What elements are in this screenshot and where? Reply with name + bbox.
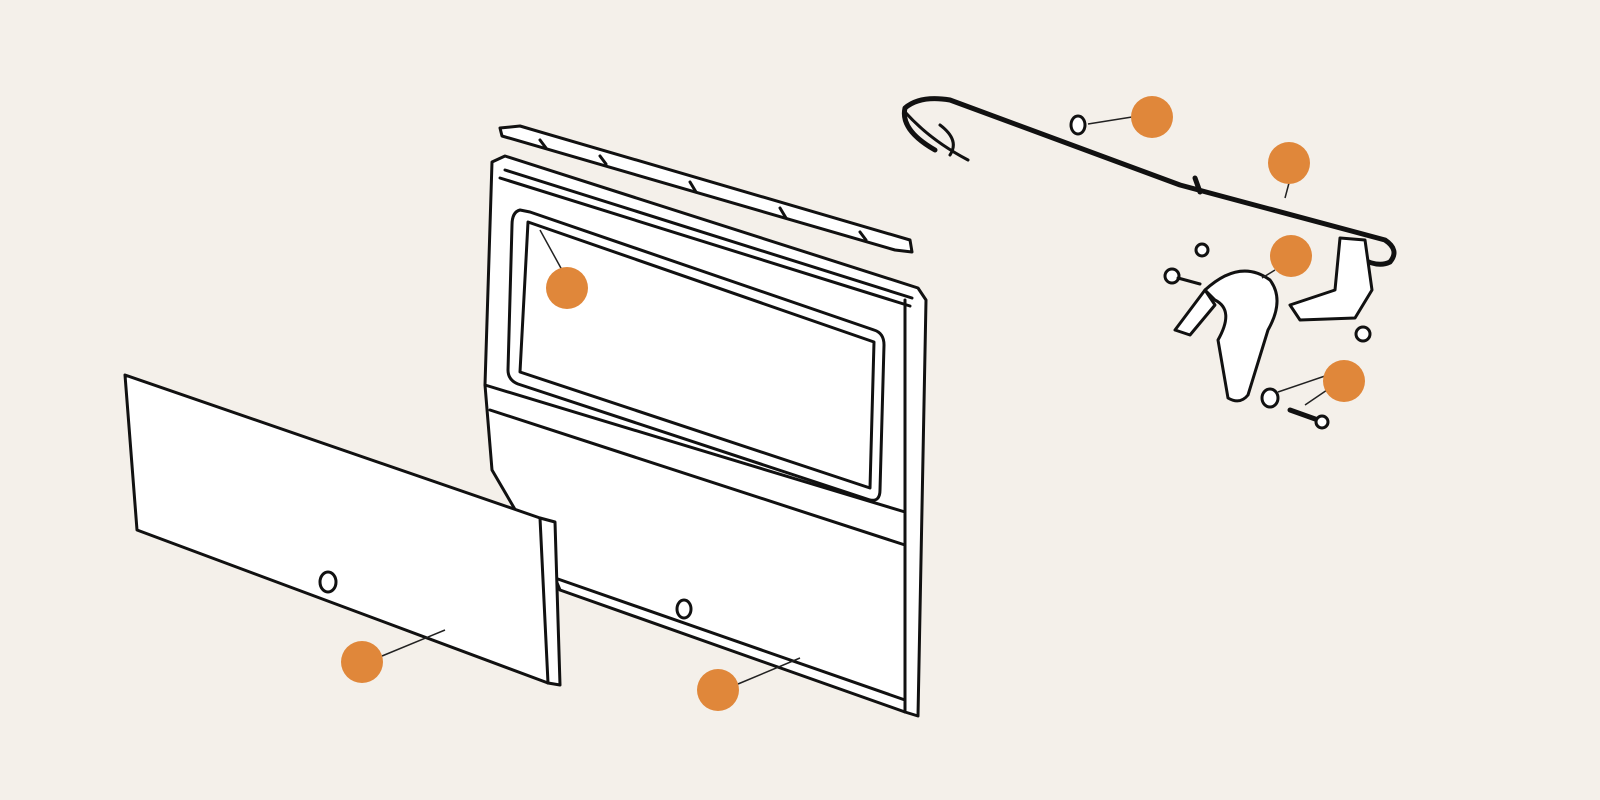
hotspot-washer-and-bolt[interactable] — [1323, 360, 1365, 402]
door-top-strip — [498, 124, 914, 254]
hotspots — [341, 96, 1365, 711]
hotspot-inner-trim-panel[interactable] — [341, 641, 383, 683]
hotspot-door-shell[interactable] — [697, 669, 739, 711]
nut-part — [1069, 114, 1087, 136]
hotspot-release-cable[interactable] — [1268, 142, 1310, 184]
release-cable — [901, 96, 1397, 267]
leader-lines — [381, 116, 1331, 685]
hotspot-door-hinge[interactable] — [1270, 235, 1312, 277]
door-hinge — [1163, 236, 1374, 403]
inner-trim-panel — [123, 373, 562, 687]
door-shell — [483, 154, 928, 718]
hotspot-window-seal[interactable] — [546, 267, 588, 309]
washer-and-bolt — [1260, 387, 1330, 430]
hotspot-nut[interactable] — [1131, 96, 1173, 138]
